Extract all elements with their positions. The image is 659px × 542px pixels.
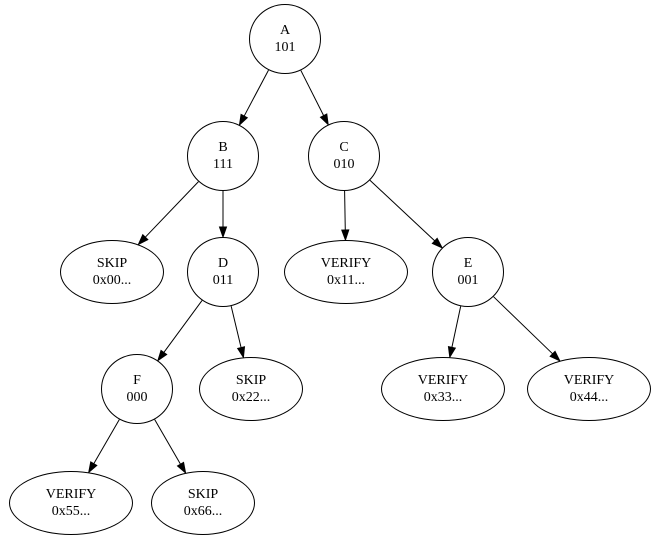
arrowhead-F-verify-0x55: [87, 461, 98, 474]
node-F: F 000: [101, 354, 173, 424]
node-verify-0x44: VERIFY 0x44...: [527, 357, 651, 421]
edge-F-verify-0x55: [93, 419, 120, 464]
node-label-line1: VERIFY: [417, 373, 469, 388]
node-verify-0x33: VERIFY 0x33...: [381, 357, 505, 421]
node-label-line2: 101: [274, 40, 296, 55]
node-C: C 010: [308, 121, 380, 191]
node-verify-0x55: VERIFY 0x55...: [9, 471, 133, 535]
node-label-line2: 000: [126, 390, 148, 405]
node-label-line1: D: [217, 256, 229, 271]
arrowhead-E-verify-0x44: [549, 350, 561, 362]
node-A: A 101: [249, 4, 321, 74]
node-label-line1: SKIP: [235, 373, 267, 388]
node-label-line2: 0x66...: [183, 504, 223, 519]
node-label-line1: SKIP: [96, 256, 128, 271]
edge-A-B: [243, 69, 269, 117]
edge-F-skip-0x66: [154, 419, 181, 465]
node-skip-0x22: SKIP 0x22...: [199, 357, 303, 421]
edge-C-E: [369, 179, 436, 242]
node-skip-0x66: SKIP 0x66...: [151, 471, 255, 535]
node-label-line2: 111: [213, 157, 233, 172]
edge-B-skip-0x00: [144, 181, 199, 238]
arrowhead-A-C: [319, 113, 329, 126]
node-label-line2: 011: [212, 273, 234, 288]
node-label-line2: 0x00...: [92, 273, 132, 288]
node-verify-0x11: VERIFY 0x11...: [284, 240, 408, 304]
node-label-line2: 010: [333, 157, 355, 172]
edge-E-verify-0x33: [451, 306, 462, 348]
node-label-line2: 001: [457, 273, 479, 288]
node-label-line1: SKIP: [187, 487, 219, 502]
arrowhead-D-F: [157, 349, 168, 362]
arrowhead-A-B: [238, 113, 249, 127]
node-label-line2: 0x33...: [423, 390, 463, 405]
arrowhead-C-E: [431, 237, 444, 249]
node-label-line2: 0x55...: [51, 504, 91, 519]
node-label-line1: E: [463, 256, 473, 271]
node-label-line1: VERIFY: [563, 373, 615, 388]
node-D: D 011: [187, 237, 259, 307]
node-label-line1: VERIFY: [320, 256, 372, 271]
node-skip-0x00: SKIP 0x00...: [60, 240, 164, 304]
node-label-line1: F: [133, 373, 141, 388]
arrowhead-E-verify-0x33: [447, 346, 457, 359]
arrowhead-B-D: [218, 226, 228, 239]
node-label-line1: B: [218, 140, 228, 155]
edge-A-C: [300, 70, 325, 116]
node-label-line2: 0x11...: [327, 273, 365, 288]
edge-D-skip-0x22: [230, 305, 242, 348]
edge-D-F: [163, 300, 203, 353]
arrowhead-F-skip-0x66: [176, 461, 187, 475]
node-E: E 001: [432, 237, 504, 307]
node-label-line1: C: [339, 140, 349, 155]
arrowhead-D-skip-0x22: [236, 346, 246, 359]
node-label-line1: A: [279, 23, 291, 38]
edge-C-verify-0x11: [344, 190, 346, 231]
node-label-line1: VERIFY: [45, 487, 97, 502]
edge-E-verify-0x44: [493, 296, 553, 355]
node-B: B 111: [187, 121, 259, 191]
arrowhead-C-verify-0x11: [341, 229, 350, 242]
node-label-line2: 0x44...: [569, 390, 609, 405]
arrowhead-B-skip-0x00: [137, 233, 149, 246]
node-label-line2: 0x22...: [231, 390, 271, 405]
